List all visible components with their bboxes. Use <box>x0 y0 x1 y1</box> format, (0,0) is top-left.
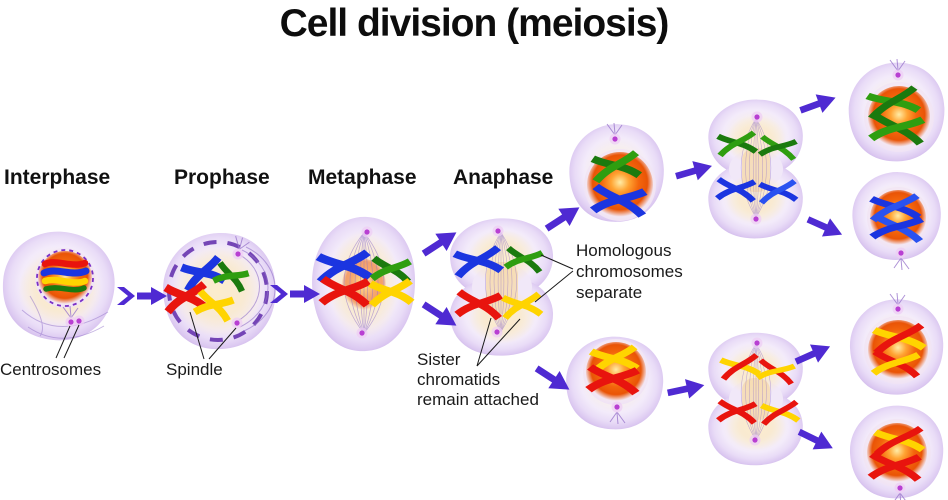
stage-label-interphase: Interphase <box>4 166 111 189</box>
label-spindle: Spindle <box>166 360 223 379</box>
centrosome-dot <box>356 327 368 339</box>
telophase1-top-cell <box>569 122 664 222</box>
pointer-lines <box>55 254 574 367</box>
centrosome-dot <box>232 248 244 260</box>
telophase1-bottom-cell <box>563 333 667 433</box>
nuclear-envelope <box>36 249 94 307</box>
stage-label-prophase: Prophase <box>174 166 270 189</box>
stage-label-anaphase: Anaphase <box>453 166 554 189</box>
prophase-cell <box>158 228 281 354</box>
centrosome-dot <box>609 133 621 145</box>
gamete-cell-red <box>849 405 944 500</box>
gamete-cell-yellow-red <box>849 292 944 395</box>
interphase-cell <box>0 224 122 348</box>
arrow-telophase-top-to-anaphase2 <box>673 156 715 186</box>
gamete-cell-green <box>848 58 945 162</box>
centrosome-dot <box>611 401 623 413</box>
metaphase-cell <box>312 216 415 352</box>
centrosome-dot <box>894 482 906 494</box>
centrosome-dot <box>492 225 504 237</box>
centrosome-dot <box>491 326 503 338</box>
label-sister-chromatids: Sister chromatids remain attached <box>417 350 539 409</box>
page-title: Cell division (meiosis) <box>279 2 670 45</box>
anaphase-cell <box>450 218 554 356</box>
arrow-telophase-bottom-to-anaphase2 <box>665 375 707 403</box>
centrosome-dot <box>751 337 763 349</box>
centrosome-dot <box>750 213 762 225</box>
gamete-cell-blue <box>852 172 941 271</box>
arrow-to-gamete-green <box>797 88 839 120</box>
centrosome-dot <box>895 247 907 259</box>
arrow-anaphase-to-telophase-top <box>540 198 586 238</box>
arrow-to-gamete-blue <box>803 210 847 244</box>
centrosome-dot <box>361 226 373 238</box>
centrosome-dot <box>892 69 904 81</box>
centrosome-dot <box>231 317 243 329</box>
anaphase2-top-cell <box>708 99 803 239</box>
stage-label-metaphase: Metaphase <box>308 166 417 189</box>
arrow-interphase-to-prophase <box>117 287 167 305</box>
anaphase2-bottom-cell <box>708 332 803 466</box>
label-homologous-separate: Homologous chromosomes separate <box>576 241 683 302</box>
centrosome-dot <box>73 315 85 327</box>
centrosome-dot <box>749 434 761 446</box>
centrosome-dot <box>751 111 763 123</box>
label-centrosomes: Centrosomes <box>0 360 102 379</box>
chromatin <box>40 259 90 293</box>
centrosome-dot <box>892 303 904 315</box>
interphase-fibers <box>21 295 109 339</box>
